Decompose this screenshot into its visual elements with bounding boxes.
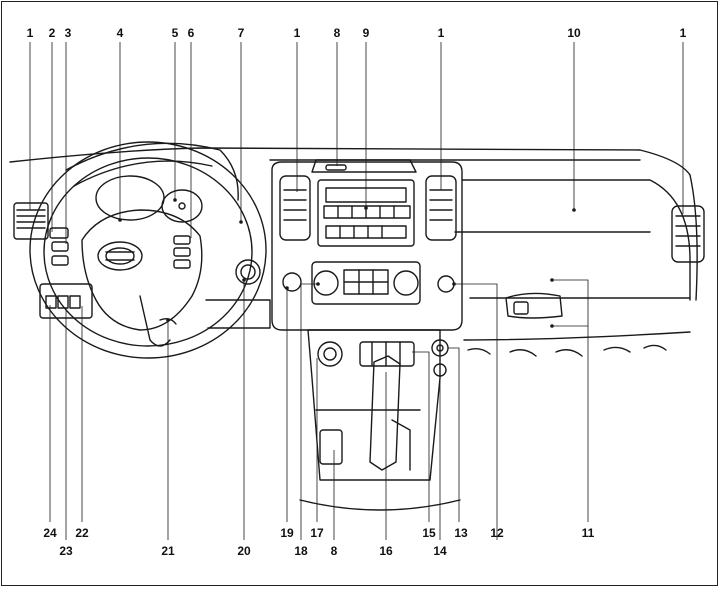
callout-24: 24 xyxy=(43,526,57,540)
callout-1-right: 1 xyxy=(437,26,445,40)
cup-holder xyxy=(317,341,343,367)
callout-3: 3 xyxy=(64,26,72,40)
floor-outline xyxy=(299,499,461,511)
callout-10: 10 xyxy=(567,26,581,40)
right-knob xyxy=(437,275,455,293)
callout-2: 2 xyxy=(48,26,56,40)
callout-20: 20 xyxy=(237,544,251,558)
glove-box xyxy=(505,292,563,319)
center-stack xyxy=(271,159,463,331)
dash-right-side xyxy=(689,174,698,301)
callout-23: 23 xyxy=(59,544,73,558)
climate-controls xyxy=(311,261,421,305)
leader-15 xyxy=(412,351,430,522)
leader-11a xyxy=(552,279,589,522)
callout-11: 11 xyxy=(581,526,595,540)
callout-18: 18 xyxy=(294,544,308,558)
callout-1-left: 1 xyxy=(26,26,34,40)
right-side-vent xyxy=(671,205,705,263)
callout-9: 9 xyxy=(362,26,370,40)
ignition-switch xyxy=(235,259,261,285)
callout-8-top: 8 xyxy=(333,26,341,40)
callout-19: 19 xyxy=(280,526,294,540)
callout-7: 7 xyxy=(237,26,245,40)
leader-12 xyxy=(454,283,498,540)
knee-vents xyxy=(467,344,667,357)
callout-15: 15 xyxy=(422,526,436,540)
callout-16: 16 xyxy=(379,544,393,558)
passenger-dash xyxy=(461,179,691,341)
callout-22: 22 xyxy=(75,526,89,540)
leader-13 xyxy=(448,347,460,522)
hazard-switch xyxy=(282,272,302,292)
callout-5: 5 xyxy=(171,26,179,40)
callout-21: 21 xyxy=(161,544,175,558)
callout-4: 4 xyxy=(116,26,124,40)
dash-top-edge xyxy=(9,147,691,176)
callout-1-far: 1 xyxy=(679,26,687,40)
steering-column xyxy=(205,299,271,329)
steering-wheel xyxy=(29,141,267,359)
callout-13: 13 xyxy=(454,526,468,540)
wheel-left-switches xyxy=(49,227,69,266)
left-center-vent xyxy=(279,175,311,241)
shift-lever xyxy=(359,341,415,471)
callout-14: 14 xyxy=(433,544,447,558)
callout-17: 17 xyxy=(310,526,324,540)
wheel-right-switches xyxy=(173,235,191,269)
instrument-cluster xyxy=(65,142,239,223)
callout-6: 6 xyxy=(187,26,195,40)
callout-12: 12 xyxy=(490,526,504,540)
callout-8-bottom: 8 xyxy=(330,544,338,558)
center-console xyxy=(307,329,441,481)
leader-endpoints xyxy=(118,198,576,328)
callout-1-center: 1 xyxy=(293,26,301,40)
